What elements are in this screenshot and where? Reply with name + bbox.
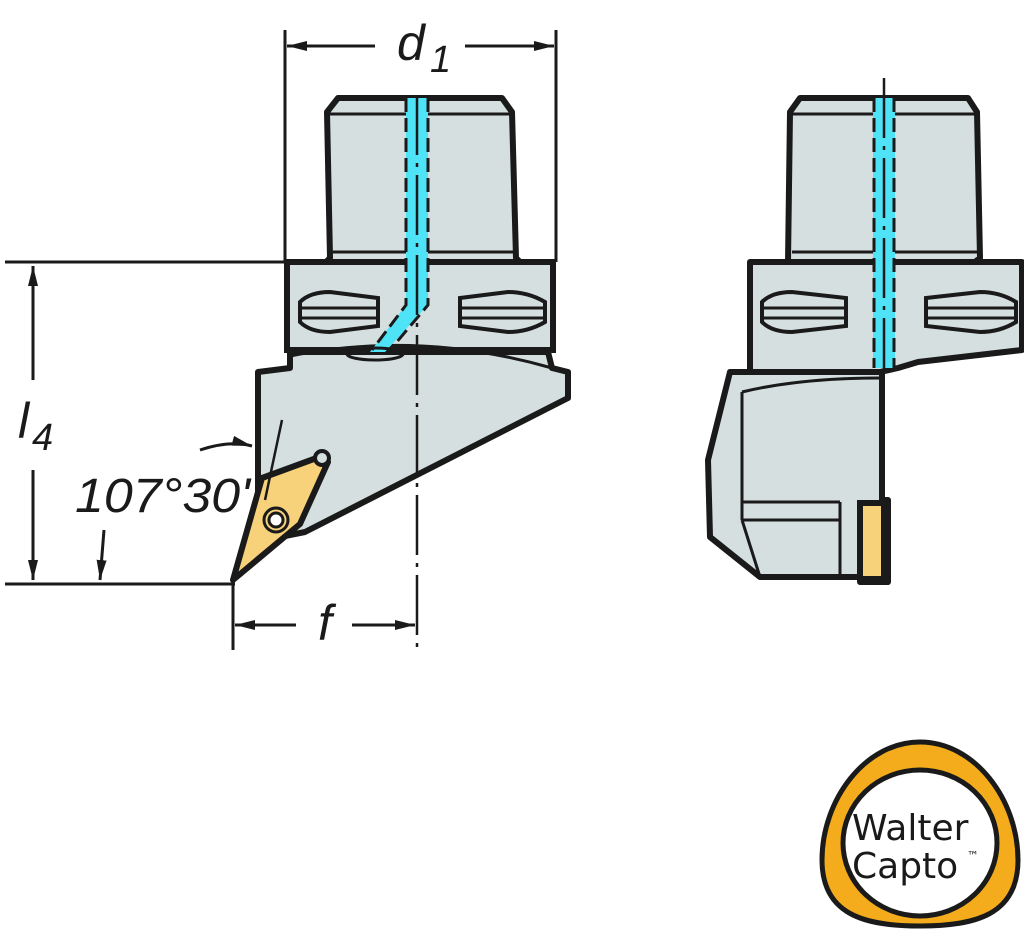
dimension-angle: 107°30' xyxy=(75,435,253,523)
logo-line1: Walter xyxy=(852,808,969,849)
l4-label-symbol: l xyxy=(18,393,31,449)
side-coolant-channel xyxy=(873,98,895,368)
walter-capto-logo: Walter Capto ™ xyxy=(819,739,1021,929)
key-slot-side-right xyxy=(924,289,1018,335)
side-cutting-insert xyxy=(857,500,887,582)
key-slot-left xyxy=(298,289,380,335)
key-slot-side-left xyxy=(760,289,848,335)
angle-label: 107°30' xyxy=(75,470,252,523)
front-view xyxy=(230,95,571,650)
logo-trademark: ™ xyxy=(967,849,979,863)
dimension-f: f xyxy=(231,584,415,651)
key-slot-right xyxy=(458,289,547,335)
dimension-d1: d 1 xyxy=(283,15,558,262)
coolant-channel xyxy=(370,98,428,352)
l4-label-subscript: 4 xyxy=(32,417,53,459)
d1-label-symbol: d xyxy=(397,15,427,71)
d1-label-subscript: 1 xyxy=(430,39,451,81)
dimension-l4: l 4 xyxy=(5,260,287,586)
side-view xyxy=(705,78,1024,585)
f-label: f xyxy=(318,595,337,651)
logo-line2: Capto xyxy=(852,846,958,887)
